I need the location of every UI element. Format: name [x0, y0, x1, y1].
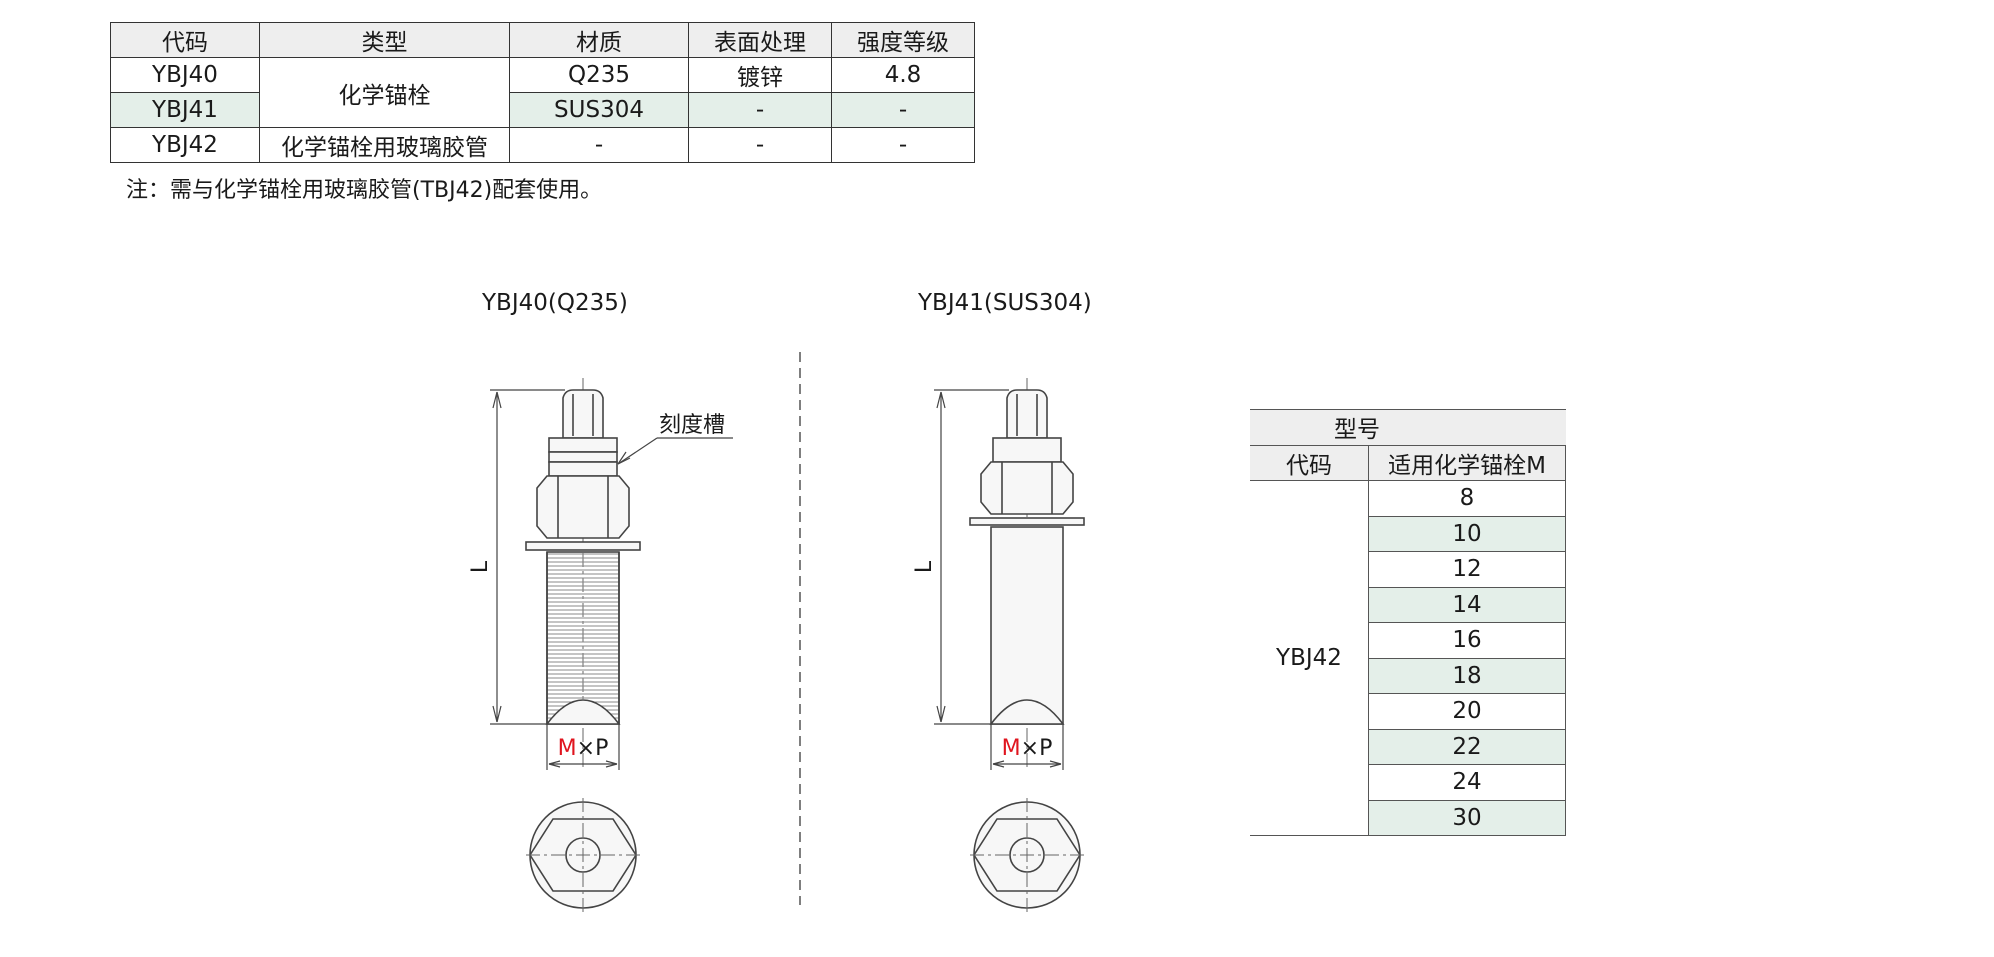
table-row: 30 [1250, 800, 1566, 836]
dim-m-left: M×P [558, 736, 609, 761]
size-value: 10 [1368, 516, 1566, 552]
groove-label: 刻度槽 [659, 413, 725, 438]
table-row: 14 [1250, 587, 1566, 623]
table-row: YBJ42 8 [1250, 480, 1566, 836]
row-type: 化学锚栓用玻璃胶管 [259, 127, 510, 163]
size-table: 型号 代码 适用化学锚栓M YBJ42 8 10 12 14 16 18 20 … [1250, 409, 1566, 836]
table-row: 16 [1250, 622, 1566, 659]
length-label-right: L [912, 560, 937, 573]
dimension-diameter-left [546, 724, 620, 770]
row-material: Q235 [509, 57, 689, 93]
row-material: - [509, 127, 689, 163]
row-code: YBJ40 [110, 57, 260, 93]
spec-header-code: 代码 [110, 22, 260, 58]
drawing-title-ybj41: YBJ41(SUS304) [918, 290, 1092, 316]
end-view-ybj41 [970, 798, 1084, 912]
groove-leader [617, 437, 733, 465]
size-header-code: 代码 [1250, 445, 1369, 481]
spec-header-surface: 表面处理 [688, 22, 832, 58]
table-row: 24 [1250, 764, 1566, 801]
dim-m-right: M×P [1002, 736, 1053, 761]
spec-header-type: 类型 [259, 22, 510, 58]
bolt-ybj40 [525, 378, 641, 770]
table-row: 18 [1250, 658, 1566, 694]
table-row: 10 [1250, 516, 1566, 552]
spec-header-row: 代码 类型 材质 表面处理 强度等级 [110, 22, 975, 58]
length-label-left: L [468, 560, 493, 573]
row-grade: - [831, 127, 975, 163]
table-row: 20 [1250, 693, 1566, 730]
row-type: 化学锚栓 [259, 57, 510, 128]
table-row: YBJ42 化学锚栓用玻璃胶管 - - - [110, 127, 975, 163]
table-row: 22 [1250, 729, 1566, 765]
drawing-title-ybj40: YBJ40(Q235) [482, 290, 628, 316]
size-value: 18 [1368, 658, 1566, 694]
size-value: 8 [1368, 480, 1566, 517]
size-value: 20 [1368, 693, 1566, 730]
size-value: 30 [1368, 800, 1566, 836]
row-surface: - [688, 92, 832, 128]
size-value: 14 [1368, 587, 1566, 623]
table-row: YBJ41 SUS304 - - [110, 92, 975, 128]
end-view-ybj40 [526, 798, 640, 912]
row-grade: 4.8 [831, 57, 975, 93]
spec-table: 代码 类型 材质 表面处理 强度等级 YBJ40 化学锚栓 Q235 镀锌 4.… [110, 22, 975, 163]
size-value: 22 [1368, 729, 1566, 765]
size-value: 12 [1368, 551, 1566, 588]
dimension-length-left [490, 389, 565, 725]
row-surface: - [688, 127, 832, 163]
size-header-model-row: 型号 [1250, 409, 1566, 446]
dimension-diameter-right [990, 724, 1064, 770]
usage-note: 注：需与化学锚栓用玻璃胶管(TBJ42)配套使用。 [126, 178, 603, 203]
size-code: YBJ42 [1250, 480, 1369, 836]
row-material: SUS304 [509, 92, 689, 128]
row-code: YBJ41 [110, 92, 260, 128]
bolt-ybj41 [969, 378, 1085, 770]
dimension-length-right [934, 389, 1009, 725]
size-value: 16 [1368, 622, 1566, 659]
row-grade: - [831, 92, 975, 128]
size-header-m: 适用化学锚栓M [1368, 445, 1566, 481]
row-code: YBJ42 [110, 127, 260, 163]
spec-header-grade: 强度等级 [831, 22, 975, 58]
table-row: 12 [1250, 551, 1566, 588]
size-value: 24 [1368, 764, 1566, 801]
size-header-model: 型号 [1250, 409, 1566, 446]
size-header-row: 代码 适用化学锚栓M [1250, 445, 1566, 481]
